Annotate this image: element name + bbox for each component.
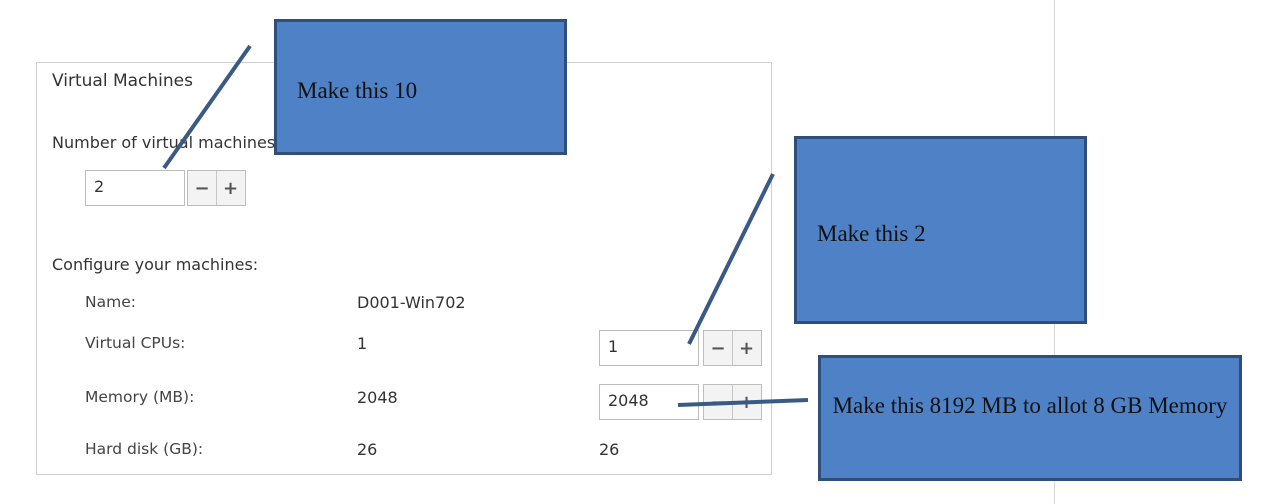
hard-disk-label: Hard disk (GB): [85, 440, 204, 458]
panel-title: Virtual Machines [52, 71, 193, 91]
name-value: D001-Win702 [357, 293, 466, 312]
cpu-decrement-button[interactable]: − [710, 337, 726, 359]
num-vms-decrement-button[interactable]: − [194, 177, 210, 199]
callout-memory: Make this 8192 MB to allot 8 GB Memory [818, 355, 1242, 481]
virtual-machines-panel: Virtual Machines Number of virtual machi… [36, 62, 772, 475]
memory-increment-button[interactable]: + [732, 385, 760, 419]
callout-memory-text: Make this 8192 MB to allot 8 GB Memory [832, 393, 1228, 418]
num-vms-input[interactable]: 2 [85, 170, 185, 206]
memory-decrement-button[interactable]: − [710, 391, 726, 413]
cpu-increment-button[interactable]: + [732, 331, 760, 365]
cpu-current-value: 1 [357, 334, 368, 353]
cpu-input[interactable]: 1 [599, 330, 699, 366]
hard-disk-current-value: 26 [357, 440, 378, 459]
callout-num-vms: Make this 10 [274, 19, 567, 155]
configure-label: Configure your machines: [52, 255, 259, 274]
callout-num-vms-text: Make this 10 [297, 78, 418, 103]
callout-cpu-text: Make this 2 [817, 221, 926, 246]
memory-label: Memory (MB): [85, 388, 195, 406]
cpu-label: Virtual CPUs: [85, 334, 186, 352]
memory-input[interactable]: 2048 [599, 384, 699, 420]
memory-stepper: − + [703, 384, 762, 420]
callout-cpu: Make this 2 [794, 136, 1087, 324]
cpu-stepper: − + [703, 330, 762, 366]
num-vms-stepper: − + [187, 170, 246, 206]
memory-current-value: 2048 [357, 388, 398, 407]
name-label: Name: [85, 293, 136, 311]
num-vms-label: Number of virtual machines: [52, 133, 281, 152]
hard-disk-new-value: 26 [599, 440, 620, 459]
num-vms-increment-button[interactable]: + [216, 171, 244, 205]
